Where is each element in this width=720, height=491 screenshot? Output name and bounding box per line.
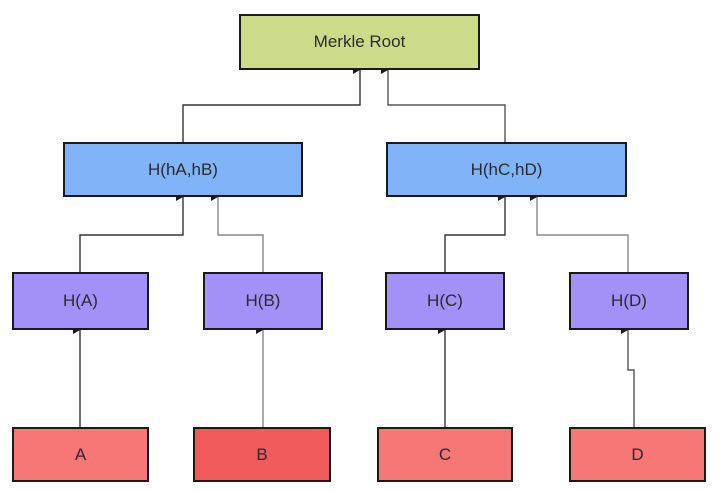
edge-hD-to-hChD (530, 193, 629, 272)
edge-D-to-hD (621, 326, 635, 427)
data-block-label: B (256, 444, 268, 464)
leaf-hash-node-d: H(D) (569, 272, 689, 330)
merkle-root-label: Merkle Root (313, 32, 406, 51)
leaf-hash-label: H(B) (245, 291, 281, 310)
intermediate-hash-label: H(hC,hD) (470, 159, 543, 179)
leaf-hash-node-c: H(C) (385, 272, 505, 330)
edge-hA-to-hAhB (79, 193, 184, 272)
edge-hAhB-to-root (182, 66, 361, 142)
edge-hB-to-hAhB (211, 193, 264, 272)
edge-hC-to-hChD (444, 193, 506, 272)
leaf-hash-label: H(A) (63, 291, 98, 310)
data-block-label: D (631, 444, 644, 464)
edge-hChD-to-root (381, 66, 506, 142)
leaf-hash-node-b: H(B) (203, 272, 323, 330)
data-block-c: C (377, 427, 513, 482)
intermediate-hash-node-ab: H(hA,hB) (63, 142, 303, 197)
data-block-a: A (12, 427, 149, 482)
leaf-hash-node-a: H(A) (12, 272, 149, 330)
leaf-hash-label: H(D) (611, 291, 647, 310)
intermediate-hash-label: H(hA,hB) (148, 159, 218, 179)
merkle-root-node: Merkle Root (239, 14, 480, 70)
leaf-hash-label: H(C) (427, 291, 463, 310)
data-block-label: A (74, 444, 87, 464)
data-block-b: B (193, 427, 331, 482)
intermediate-hash-node-cd: H(hC,hD) (386, 142, 627, 197)
data-block-label: C (438, 444, 452, 464)
data-block-d: D (569, 427, 706, 482)
